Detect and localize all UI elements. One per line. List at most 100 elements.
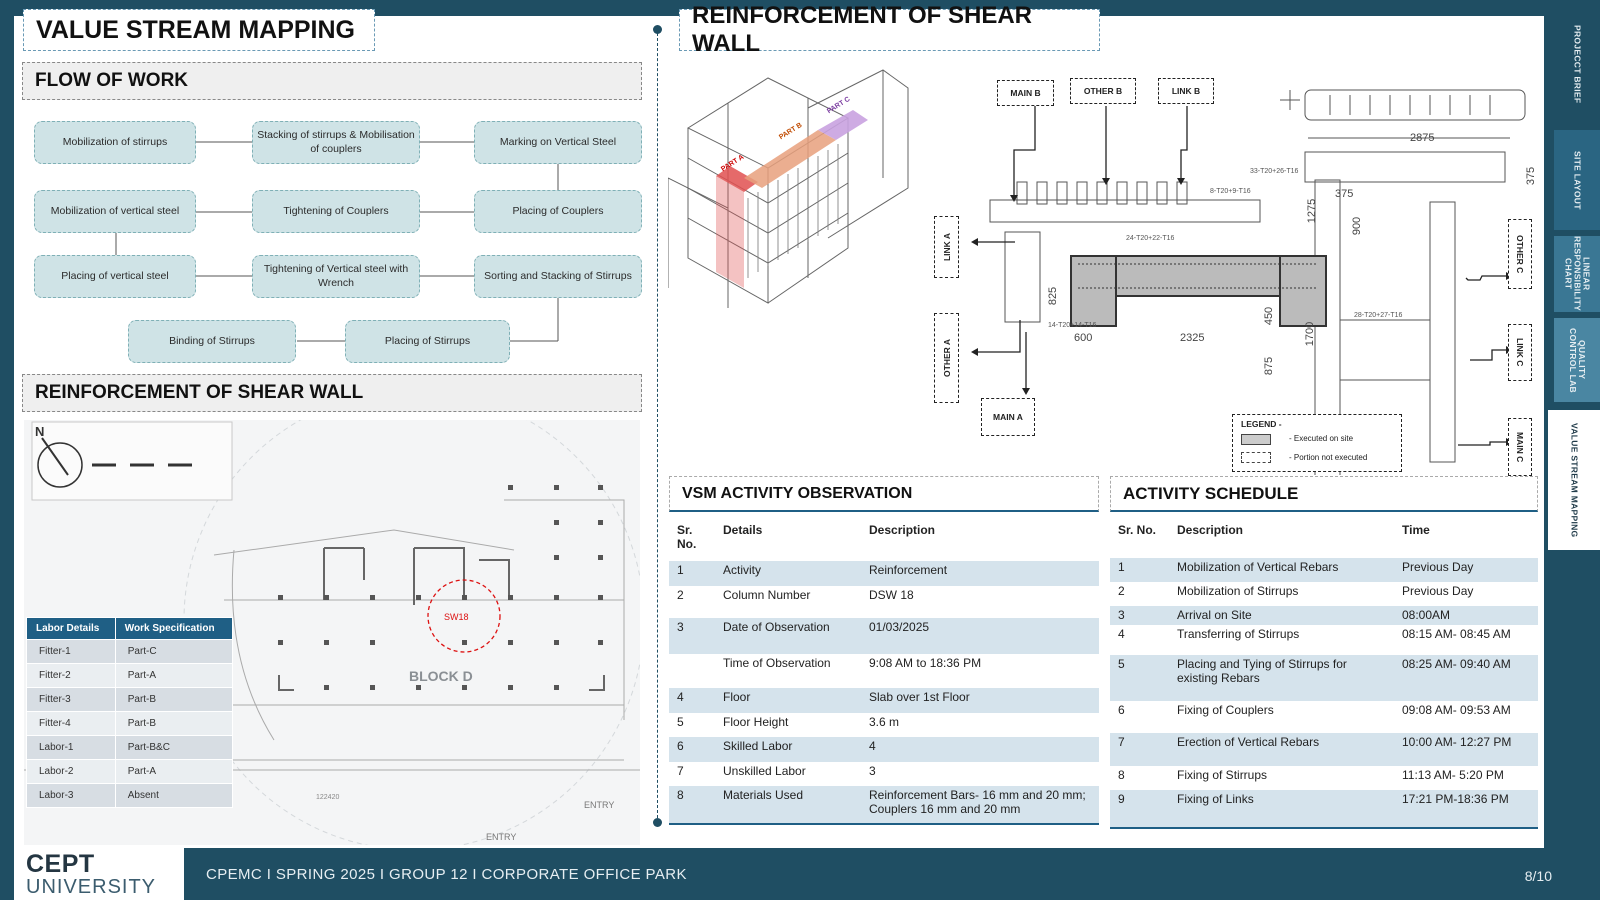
rebar-note-1: 33-T20+26-T16 [1250, 168, 1299, 175]
legend-title: LEGEND - [1241, 419, 1282, 429]
sched-header-description: Description [1177, 523, 1244, 537]
tag-other-a: OTHER A [934, 313, 959, 403]
sched-header-time: Time [1402, 523, 1430, 537]
dim-375-a: 375 [1525, 166, 1538, 186]
dim-875: 875 [1263, 356, 1276, 376]
tag-link-b: LINK B [1158, 78, 1214, 104]
labor-header-spec: Work Specification [114, 617, 234, 640]
rebar-note-2: 8-T20+9-T16 [1210, 188, 1251, 195]
side-tab-bar: PROJECCT BRIEF SITE LAYOUT LINEAR RESPON… [1544, 0, 1600, 900]
drawing-legend: LEGEND - - Executed on site - Portion no… [1232, 414, 1402, 472]
dim-2325: 2325 [1180, 332, 1205, 344]
tab-project-brief[interactable]: PROJECCT BRIEF [1572, 24, 1583, 104]
dim-1700: 1700 [1304, 321, 1317, 347]
sched-header-no: Sr. No. [1118, 523, 1157, 537]
dim-450: 450 [1263, 306, 1276, 326]
flow-step-4: Mobilization of vertical steel [34, 190, 196, 233]
divider-line [657, 28, 658, 823]
entry-label-1: ENTRY [584, 800, 615, 810]
flow-step-7: Placing of vertical steel [34, 255, 196, 298]
shear-wall-plan-drawing [971, 89, 1526, 511]
university-logo: CEPT UNIVERSITY [14, 848, 184, 900]
dim-900: 900 [1351, 216, 1364, 236]
vsm-title: VALUE STREAM MAPPING [23, 9, 375, 51]
tag-main-b: MAIN B [997, 80, 1054, 106]
flow-step-6: Placing of Couplers [474, 190, 642, 233]
tag-main-a: MAIN A [981, 398, 1035, 436]
tab-value-stream-mapping[interactable]: VALUE STREAM MAPPING [1548, 410, 1600, 550]
footer-bar [0, 848, 1600, 900]
flow-step-10: Binding of Stirrups [128, 320, 296, 363]
tag-other-c: OTHER C [1508, 219, 1532, 289]
dim-375-b: 375 [1335, 188, 1354, 200]
legend-executed-label: - Executed on site [1289, 434, 1354, 443]
tag-other-b: OTHER B [1070, 78, 1136, 104]
rebar-note-5: 28-T20+27-T16 [1354, 312, 1403, 319]
svg-text:SW18: SW18 [444, 612, 469, 622]
flow-step-9: Sorting and Stacking of Stirrups [474, 255, 642, 298]
shear-wall-plan: 2875 375 375 1275 900 825 450 600 2325 1… [930, 70, 1540, 511]
flow-step-3: Marking on Vertical Steel [474, 121, 642, 164]
north-arrow: N [35, 424, 45, 439]
dim-600: 600 [1074, 332, 1093, 344]
labor-header-details: Labor Details [26, 617, 116, 640]
isometric-rebar-drawing: PART A PART B PART C [667, 58, 923, 318]
entry-label-2: ENTRY [486, 832, 517, 842]
flow-step-5: Tightening of Couplers [252, 190, 420, 233]
dim-1275: 1275 [1306, 198, 1319, 224]
scaffold-illustration [667, 69, 909, 308]
vsm-observation-title: VSM ACTIVITY OBSERVATION [669, 476, 1099, 512]
tab-site-layout[interactable]: SITE LAYOUT [1554, 130, 1600, 230]
flow-step-11: Placing of Stirrups [345, 320, 510, 363]
dim-825: 825 [1047, 286, 1060, 306]
flow-step-8: Tightening of Vertical steel with Wrench [252, 255, 420, 298]
footer-text: CPEMC I SPRING 2025 I GROUP 12 I CORPORA… [206, 866, 687, 883]
flow-step-1: Mobilization of stirrups [34, 121, 196, 164]
obs-header-description: Description [869, 523, 936, 537]
activity-schedule-title: ACTIVITY SCHEDULE [1110, 476, 1538, 512]
block-label: BLOCK D [409, 668, 473, 684]
divider-dot-top [653, 25, 662, 34]
main-title: REINFORCEMENT OF SHEAR WALL [679, 2, 1100, 57]
divider-dot-bottom [653, 818, 662, 827]
site-section-title: REINFORCEMENT OF SHEAR WALL [22, 374, 642, 412]
rebar-note-3: 24-T20+22-T16 [1126, 235, 1175, 242]
obs-header-details: Details [723, 523, 763, 537]
page-number: 8/10 [1524, 868, 1552, 884]
site-dimension: 122420 [316, 794, 340, 801]
rebar-note-4: 14-T20+14-T16 [1048, 322, 1097, 329]
legend-executed-swatch [1241, 434, 1271, 445]
flow-section-title: FLOW OF WORK [22, 62, 642, 100]
tag-link-a: LINK A [934, 216, 959, 278]
tab-quality-control-lab[interactable]: QUALITY CONTROL LAB [1554, 318, 1600, 402]
legend-not-executed-swatch [1241, 452, 1271, 463]
labor-table: Labor Details Work Specification Fitter-… [26, 617, 234, 808]
obs-header-no: Sr. No. [677, 523, 697, 551]
tab-linear-responsibility-chart[interactable]: LINEAR RESPONSIBILITY CHART [1554, 236, 1600, 312]
tag-main-c: MAIN C [1508, 418, 1532, 476]
